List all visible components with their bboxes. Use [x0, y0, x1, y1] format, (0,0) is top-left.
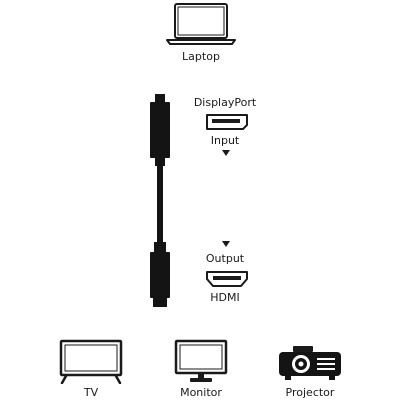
hdmi-connector-housing	[150, 252, 170, 298]
laptop-group: Laptop	[165, 2, 237, 64]
displayport-icon	[206, 114, 248, 130]
laptop-icon	[166, 3, 236, 45]
hdmi-connector-tip	[153, 298, 167, 307]
projector-icon	[279, 346, 341, 380]
arrow-down-icon	[222, 150, 230, 156]
dp-connector-tip	[155, 94, 165, 102]
device-tv: TV	[58, 338, 124, 400]
dp-connector-housing	[150, 102, 170, 158]
tv-label: TV	[83, 386, 99, 399]
output-port-type: HDMI	[210, 291, 240, 304]
cable-wire	[157, 166, 163, 250]
output-direction-label: Output	[205, 252, 245, 265]
laptop-label: Laptop	[182, 50, 220, 63]
input-direction-label: Input	[210, 134, 240, 147]
tv-icon	[59, 339, 123, 384]
input-port-type: DisplayPort	[193, 96, 257, 109]
monitor-icon	[174, 339, 228, 382]
monitor-label: Monitor	[180, 386, 222, 399]
adapter-cable	[150, 94, 170, 307]
projector-label: Projector	[285, 386, 335, 399]
device-monitor: Monitor	[168, 338, 234, 400]
device-projector: Projector	[275, 338, 345, 400]
hdmi-icon	[206, 271, 248, 287]
arrow-down-icon	[222, 241, 230, 247]
